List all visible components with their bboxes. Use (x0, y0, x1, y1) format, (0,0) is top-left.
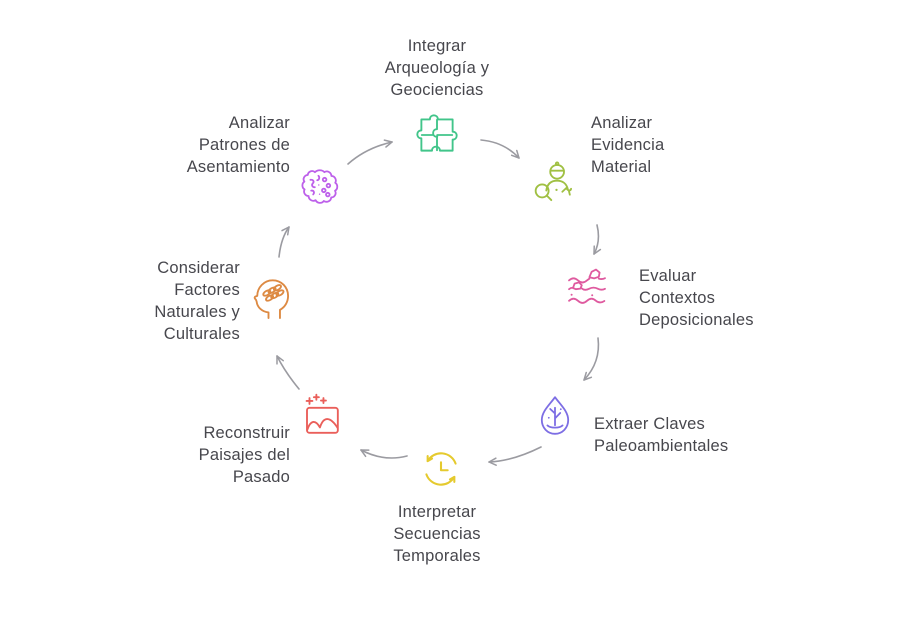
node-label: Extraer Claves Paleoambientales (594, 415, 729, 455)
arrow-paleo-to-interpret (488, 446, 542, 466)
head-with-leaves-icon (246, 272, 296, 324)
node-label: Integrar Arqueología y Geociencias (384, 37, 490, 99)
node-label: Considerar Factores Naturales y Cultural… (154, 259, 240, 343)
landscape-image-sparkles-icon (296, 392, 348, 442)
sediment-layers-icon (561, 264, 613, 312)
arrow-settlement-to-integrate (347, 139, 393, 165)
arrow-integrate-to-evidence (480, 139, 520, 159)
puzzle-icon (412, 110, 462, 160)
water-drop-plant-icon (531, 391, 579, 441)
arrow-factors-to-settlement (278, 226, 290, 258)
arrow-reconstruct-to-factors (276, 355, 300, 390)
arrow-evidence-to-deposits (593, 224, 602, 255)
node-label: Reconstruir Paisajes del Pasado (198, 424, 290, 486)
node-label: Analizar Patrones de Asentamiento (186, 114, 290, 176)
arrow-deposits-to-paleo (583, 337, 600, 381)
archaeologist-magnifier-icon (529, 158, 579, 208)
arrow-interpret-to-reconstruct (360, 449, 408, 459)
settlement-pattern-icon (296, 162, 344, 212)
clock-cycle-icon (416, 444, 466, 494)
node-label: Analizar Evidencia Material (591, 114, 665, 176)
node-label: Interpretar Secuencias Temporales (393, 503, 481, 565)
node-label: Evaluar Contextos Deposicionales (639, 267, 754, 329)
